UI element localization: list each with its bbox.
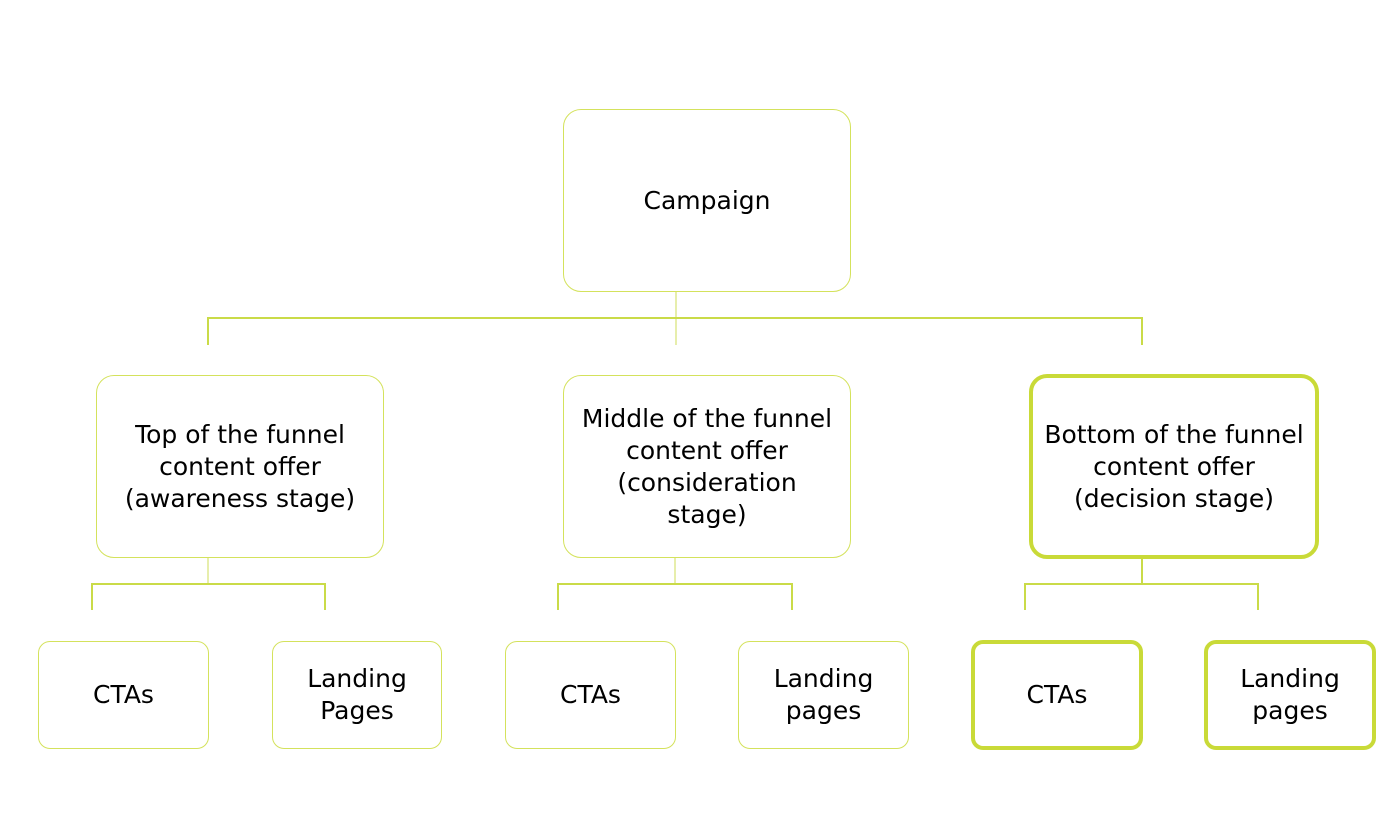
top-funnel-ctas-label: CTAs bbox=[93, 680, 154, 709]
bottom-funnel-label: Bottom of the funnel content offer (deci… bbox=[1044, 419, 1304, 513]
bottom-funnel-landing-pages-node: Landing pages bbox=[1204, 640, 1376, 750]
bottom-funnel-ctas-label: CTAs bbox=[1026, 680, 1088, 709]
middle-funnel-landing-pages-label: Landing pages bbox=[773, 664, 874, 725]
top-funnel-label: Top of the funnel content offer (awarene… bbox=[124, 419, 356, 513]
stage-1-to-leaves-connector bbox=[91, 583, 326, 610]
bottom-funnel-landing-pages-label: Landing pages bbox=[1240, 664, 1340, 725]
middle-funnel-ctas-node: CTAs bbox=[505, 641, 676, 749]
middle-funnel-node: Middle of the funnel content offer (cons… bbox=[563, 375, 851, 558]
middle-funnel-label: Middle of the funnel content offer (cons… bbox=[581, 403, 833, 529]
middle-funnel-ctas-label: CTAs bbox=[560, 680, 621, 709]
stage-3-to-leaves-connector bbox=[1024, 583, 1259, 610]
bottom-funnel-ctas-node: CTAs bbox=[971, 640, 1143, 750]
stage-2-to-leaves-connector bbox=[557, 583, 793, 610]
bottom-funnel-node: Bottom of the funnel content offer (deci… bbox=[1029, 374, 1319, 559]
campaign-node: Campaign bbox=[563, 109, 851, 292]
campaign-label: Campaign bbox=[643, 185, 771, 215]
middle-funnel-landing-pages-node: Landing pages bbox=[738, 641, 909, 749]
top-funnel-landing-pages-node: Landing Pages bbox=[272, 641, 442, 749]
top-funnel-node: Top of the funnel content offer (awarene… bbox=[96, 375, 384, 558]
top-funnel-landing-pages-label: Landing Pages bbox=[307, 664, 407, 725]
root-to-stages-connector bbox=[207, 317, 1143, 345]
top-funnel-ctas-node: CTAs bbox=[38, 641, 209, 749]
